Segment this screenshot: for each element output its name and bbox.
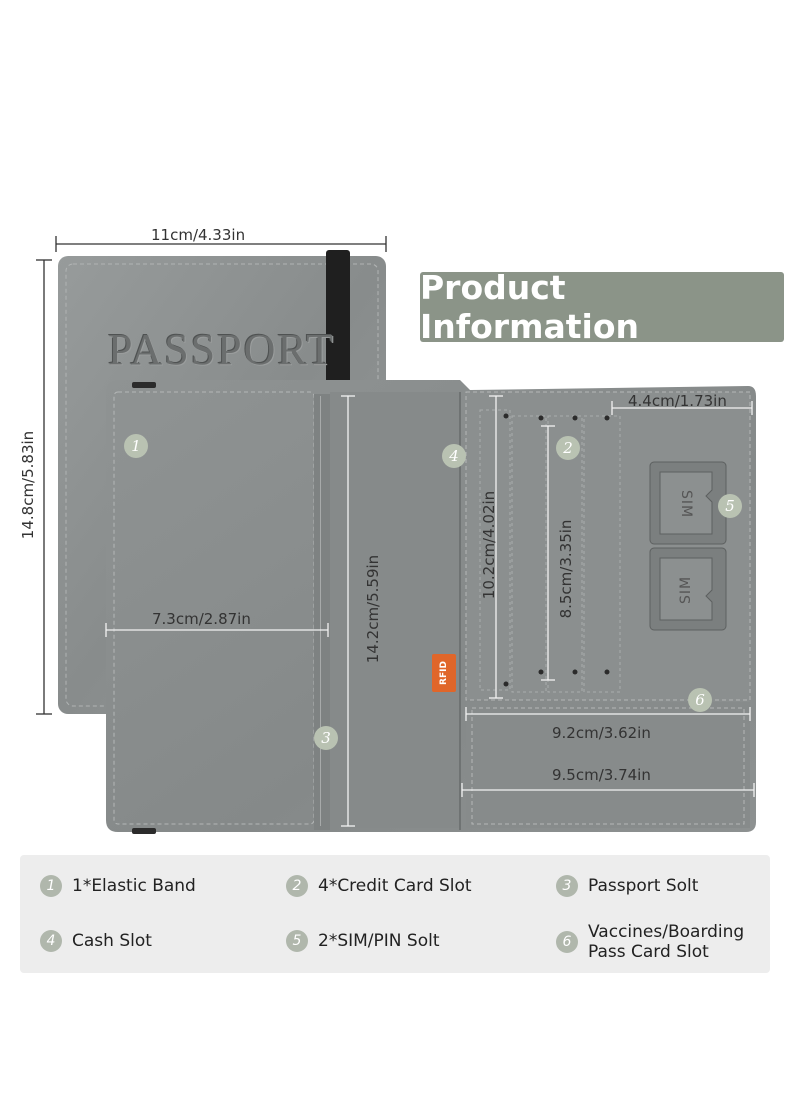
dim-cover-height: 14.8cm/5.83in (19, 430, 37, 540)
feature-legend: 1 1*Elastic Band 2 4*Credit Card Slot 3 … (20, 855, 770, 973)
sim-holder-bottom (649, 547, 727, 631)
open-wallet (106, 380, 756, 834)
legend-number: 5 (286, 930, 308, 952)
legend-label: 1*Elastic Band (72, 876, 196, 896)
legend-item-4: 4 Cash Slot (40, 930, 152, 952)
legend-number: 1 (40, 875, 62, 897)
legend-number: 3 (556, 875, 578, 897)
dimension-lines (36, 236, 387, 715)
legend-label: 4*Credit Card Slot (318, 876, 472, 896)
marker-4: 4 (442, 444, 466, 468)
legend-label: Passport Solt (588, 876, 699, 896)
passport-embossed-word: PASSPORT (108, 325, 335, 374)
legend-label: Vaccines/Boarding Pass Card Slot (588, 922, 745, 962)
legend-number: 6 (556, 931, 578, 953)
legend-item-6: 6 Vaccines/Boarding Pass Card Slot (556, 922, 756, 962)
sim-label-bottom: SIM (678, 575, 695, 605)
rfid-tag: RFID (432, 654, 456, 692)
marker-5: 5 (718, 494, 742, 518)
legend-item-1: 1 1*Elastic Band (40, 875, 196, 897)
dim-pocket-width: 9.2cm/3.62in (552, 724, 651, 742)
sim-label-top: SIM (678, 489, 695, 519)
legend-label: Cash Slot (72, 931, 152, 951)
rfid-label: RFID (439, 661, 449, 685)
legend-number: 2 (286, 875, 308, 897)
legend-item-2: 2 4*Credit Card Slot (286, 875, 472, 897)
elastic-band (326, 250, 350, 384)
marker-3: 3 (314, 726, 338, 750)
inner-dimension-lines (105, 395, 755, 827)
marker-6: 6 (688, 688, 712, 712)
dim-sim-width: 4.4cm/1.73in (628, 392, 727, 410)
dim-right-panel-width: 9.5cm/3.74in (552, 766, 651, 784)
dim-card-slot-inner-height: 8.5cm/3.35in (557, 519, 575, 619)
sim-holder-top (649, 461, 727, 545)
legend-item-3: 3 Passport Solt (556, 875, 698, 897)
legend-label: 2*SIM/PIN Solt (318, 931, 440, 951)
dim-card-slot-height: 10.2cm/4.02in (480, 490, 498, 600)
marker-1: 1 (124, 434, 148, 458)
dim-inner-height: 14.2cm/5.59in (364, 554, 382, 664)
legend-item-5: 5 2*SIM/PIN Solt (286, 930, 439, 952)
title-text: Product Information (420, 268, 639, 346)
product-information-title: Product Information (420, 268, 784, 346)
marker-2: 2 (556, 436, 580, 460)
dim-cover-width: 11cm/4.33in (151, 226, 246, 244)
dim-left-panel-width: 7.3cm/2.87in (152, 610, 251, 628)
legend-number: 4 (40, 930, 62, 952)
